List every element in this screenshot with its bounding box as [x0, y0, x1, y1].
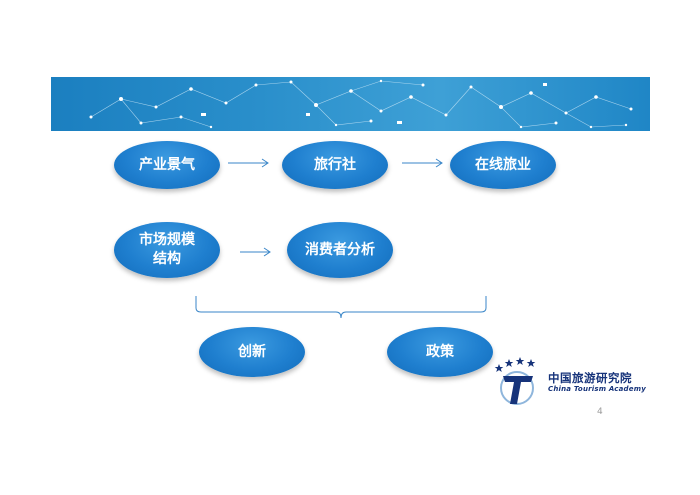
arrow-agency-to-online: [402, 158, 443, 168]
node-industry-label: 产业景气: [139, 156, 195, 173]
node-innovation: 创新: [199, 327, 305, 377]
node-market-structure: 市场规模结构: [114, 222, 220, 278]
network-pattern: [89, 79, 633, 129]
header-banner: [51, 77, 650, 131]
node-innovation-label: 创新: [238, 343, 266, 360]
node-policy-label: 政策: [426, 343, 454, 360]
node-online-travel: 在线旅业: [450, 141, 556, 189]
logo-name-cn: 中国旅游研究院: [548, 371, 632, 385]
page-number: 4: [597, 407, 603, 417]
arrow-industry-to-agency: [228, 158, 269, 168]
logo-name-en: China Tourism Academy: [548, 385, 646, 393]
china-tourism-academy-logo-icon: [494, 357, 536, 405]
node-industry: 产业景气: [114, 141, 220, 189]
node-travel-agency-label: 旅行社: [314, 156, 356, 173]
node-travel-agency: 旅行社: [282, 141, 388, 189]
node-consumer-analysis: 消费者分析: [287, 222, 393, 278]
node-policy: 政策: [387, 327, 493, 377]
node-consumer-analysis-label: 消费者分析: [305, 241, 375, 258]
node-online-travel-label: 在线旅业: [475, 156, 531, 173]
node-market-structure-label: 市场规模结构: [139, 232, 195, 267]
arrow-market-to-consumer: [240, 247, 271, 257]
grouping-bracket: [195, 296, 487, 319]
